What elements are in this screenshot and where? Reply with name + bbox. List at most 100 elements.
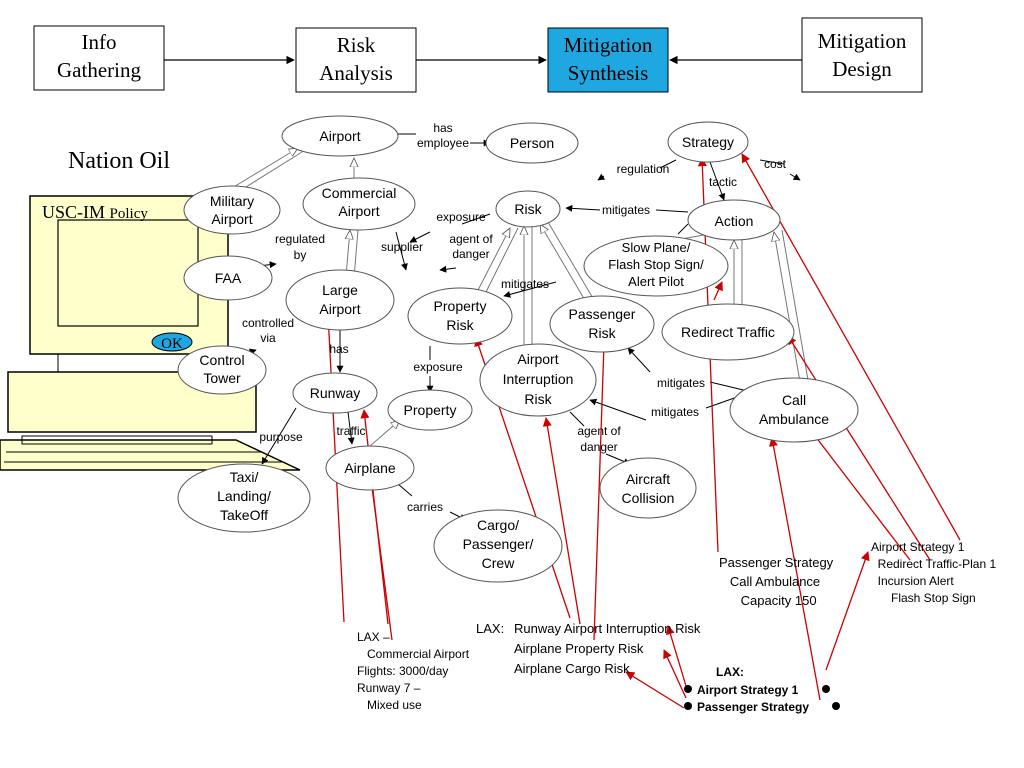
edge-instance bbox=[825, 551, 870, 671]
node-slow-plane-label: Slow Plane/Flash Stop Sign/Alert Pilot bbox=[608, 240, 704, 289]
edge-relation bbox=[659, 159, 677, 169]
lax-strategies-title: LAX: bbox=[716, 665, 744, 679]
node-airport[interactable] bbox=[281, 115, 399, 157]
edge-instance bbox=[811, 431, 911, 561]
label-traffic: traffic bbox=[336, 424, 365, 438]
node-military-airport[interactable] bbox=[183, 185, 281, 235]
node-passenger-risk[interactable] bbox=[549, 295, 655, 353]
edge-relation bbox=[409, 231, 431, 243]
edge-relation bbox=[347, 411, 355, 445]
label-purpose: purpose bbox=[259, 430, 303, 444]
node-faa-label: FAA bbox=[215, 270, 242, 286]
node-risk[interactable] bbox=[495, 190, 561, 228]
edge-relation bbox=[597, 173, 606, 181]
label-mitigates-mid: mitigates bbox=[501, 277, 549, 291]
edge-inherit-pair bbox=[483, 227, 519, 297]
node-action[interactable] bbox=[687, 199, 781, 241]
edge-relation bbox=[759, 159, 785, 165]
mitigation-synthesis-box[interactable] bbox=[547, 27, 669, 93]
computer-illustration: USC-IM Policy OK bbox=[0, 195, 301, 471]
node-strategy-label: Strategy bbox=[682, 134, 734, 150]
label-tactic: tactic bbox=[709, 175, 737, 189]
node-airport-interruption-risk[interactable] bbox=[479, 343, 597, 417]
node-person[interactable] bbox=[485, 122, 579, 164]
node-aircraft-collision[interactable] bbox=[599, 457, 697, 519]
edge-relation bbox=[439, 265, 457, 273]
edge-relation bbox=[655, 209, 689, 213]
monitor-screen bbox=[57, 219, 199, 327]
edge-inherit bbox=[774, 232, 801, 383]
edge-relation bbox=[627, 347, 651, 373]
node-redirect-traffic-label: Redirect Traffic bbox=[681, 324, 775, 340]
node-redirect-traffic[interactable] bbox=[661, 303, 795, 361]
edge-instance bbox=[663, 649, 687, 699]
edge-instance bbox=[787, 335, 931, 561]
node-large-airport[interactable] bbox=[285, 269, 395, 331]
node-runway[interactable] bbox=[292, 372, 378, 414]
label-has: has bbox=[329, 342, 348, 356]
node-faa[interactable] bbox=[183, 255, 273, 301]
edge-instance bbox=[713, 281, 723, 301]
node-property-risk[interactable] bbox=[407, 287, 513, 345]
node-runway-label: Runway bbox=[310, 385, 361, 401]
node-control-tower[interactable] bbox=[177, 345, 267, 395]
node-risk-label: Risk bbox=[514, 201, 542, 217]
label-regulation: regulation bbox=[617, 162, 670, 176]
node-strategy[interactable] bbox=[667, 121, 749, 163]
label-mitigates-2: mitigates bbox=[651, 405, 699, 419]
edge-relation bbox=[503, 281, 557, 298]
label-exposure-top: exposure bbox=[436, 210, 486, 224]
node-cargo[interactable] bbox=[433, 509, 563, 583]
ok-button[interactable] bbox=[151, 332, 193, 352]
node-slow-plane[interactable] bbox=[583, 235, 729, 297]
bullet-icon bbox=[822, 685, 830, 693]
edge-relation bbox=[789, 173, 801, 181]
info-gathering-box[interactable] bbox=[33, 25, 165, 91]
page-title: Nation Oil bbox=[68, 148, 170, 174]
label-exposure-mid: exposure bbox=[413, 360, 463, 374]
node-airport-label: Airport bbox=[319, 128, 360, 144]
airport-strategy-annotation: Airport Strategy 1 Redirect Traffic-Plan… bbox=[871, 540, 996, 605]
edge-relation bbox=[397, 483, 413, 497]
edge-relation bbox=[565, 204, 601, 212]
edge-relation bbox=[395, 231, 408, 271]
keyboard-key-row bbox=[21, 435, 213, 445]
mitigation-design-box[interactable] bbox=[801, 17, 923, 93]
inheritance-edges bbox=[231, 148, 809, 447]
edge-inherit-pair bbox=[547, 221, 595, 301]
node-person-label: Person bbox=[510, 135, 554, 151]
node-taxi[interactable] bbox=[177, 463, 311, 533]
label-supplier: supplier bbox=[381, 240, 423, 254]
bullet-icon bbox=[684, 702, 692, 710]
label-mitigates-1: mitigates bbox=[657, 376, 705, 390]
passenger-strategy-annotation: Passenger Strategy Call Ambulance Capaci… bbox=[719, 555, 834, 608]
edge-inherit bbox=[346, 230, 350, 277]
node-commercial-airport[interactable] bbox=[302, 177, 416, 231]
relation-edges bbox=[248, 133, 801, 521]
node-property[interactable] bbox=[387, 389, 473, 431]
node-airplane[interactable] bbox=[325, 445, 415, 491]
node-call-ambulance[interactable] bbox=[729, 377, 859, 443]
label-mitigates-top: mitigates bbox=[602, 203, 650, 217]
edge-relation bbox=[569, 411, 585, 427]
edge-instance bbox=[593, 343, 609, 641]
edge-inherit bbox=[540, 224, 587, 303]
node-property-label: Property bbox=[404, 402, 457, 418]
